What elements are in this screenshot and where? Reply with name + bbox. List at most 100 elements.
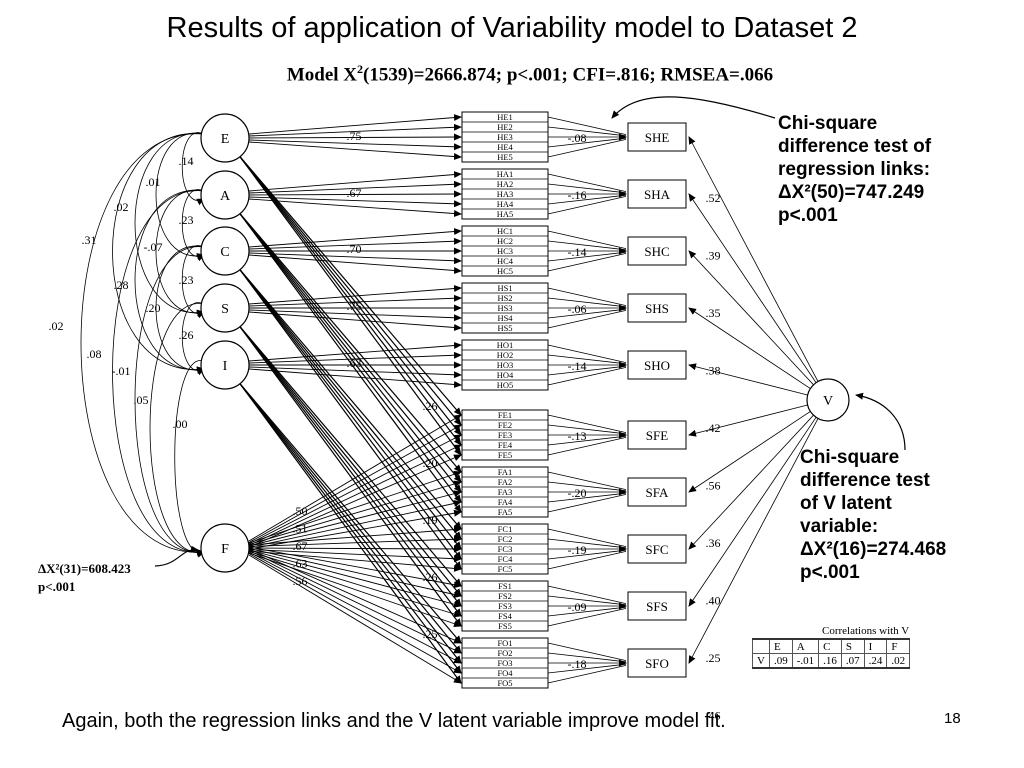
factor-loading-arrow	[248, 196, 462, 208]
cross-loading-label: .19	[423, 513, 438, 527]
item-label: FO1	[497, 638, 512, 648]
annotation-arrow	[154, 545, 199, 567]
sd-arrow	[547, 230, 627, 249]
sd-box	[627, 420, 687, 450]
sd-path-label: -.14	[568, 359, 587, 373]
correlation-label: .01	[146, 175, 161, 189]
sd-box	[627, 648, 687, 678]
sd-arrow	[547, 344, 627, 363]
sd-arrow	[547, 139, 627, 158]
cross-loading-arrow	[238, 155, 462, 446]
sd-arrow	[547, 183, 627, 194]
item-label: HC2	[497, 236, 513, 246]
item-label: FE2	[498, 420, 512, 430]
cross-loading-label: .25	[423, 627, 438, 641]
factor-loading-arrow	[248, 133, 462, 141]
table-cell: F	[886, 638, 911, 654]
sd-arrow	[547, 437, 627, 456]
latent-label: I	[223, 359, 228, 374]
factor-loading-arrow	[248, 198, 462, 217]
f-factor-chi-square-note: ΔX²(31)=608.423 p<.001	[38, 561, 131, 594]
item-label: HA2	[497, 179, 514, 189]
sd-arrow	[547, 116, 627, 135]
cross-loading-arrow	[238, 325, 462, 597]
table-cell	[752, 638, 770, 654]
v-loading-arrow	[688, 307, 811, 389]
cross-loading-arrow	[238, 325, 462, 617]
annotation-arrow	[611, 96, 776, 119]
sd-path-label: -.16	[568, 188, 587, 202]
cross-loading-label: .26	[423, 570, 438, 584]
general-loading-arrow	[248, 509, 462, 550]
cross-loading-arrow	[238, 325, 462, 607]
v-loading-arrow	[688, 250, 814, 386]
item-label: FC1	[498, 524, 513, 534]
general-loading-arrow	[248, 549, 462, 608]
factor-loading-arrow	[248, 190, 462, 198]
sd-arrow	[547, 549, 627, 560]
correlation-arc	[155, 245, 205, 374]
sd-arrow	[547, 173, 627, 192]
table-cell: -.01	[791, 653, 820, 669]
v-loading-label: .38	[706, 364, 721, 378]
correlation-label: .26	[179, 328, 194, 342]
correlation-label: .08	[87, 347, 102, 361]
sd-path-label: -.14	[568, 245, 587, 259]
slide-number: 18	[944, 710, 961, 727]
general-loading-arrow	[248, 434, 462, 545]
general-loading-arrow	[248, 554, 462, 684]
general-loading-label: .56	[293, 574, 308, 588]
item-label: HC1	[497, 226, 513, 236]
sd-arrow	[547, 365, 627, 376]
item-label: HE2	[497, 122, 513, 132]
latent-node	[200, 283, 250, 333]
footer-text: Again, both the regression links and the…	[62, 710, 726, 732]
sd-arrow	[547, 354, 627, 365]
factor-loading-arrow	[248, 237, 462, 250]
factor-loading-label: .75	[347, 299, 362, 313]
table-cell: I	[863, 638, 888, 654]
table-cell: .24	[863, 653, 888, 669]
table-cell: V	[752, 653, 770, 669]
cross-loading-arrow	[238, 382, 462, 654]
latent-label: C	[220, 245, 229, 260]
sd-label: SFO	[645, 656, 669, 671]
item-label: FO3	[497, 658, 512, 668]
item-box	[461, 409, 549, 461]
cross-loading-arrow	[238, 268, 462, 540]
sd-arrow	[547, 310, 627, 329]
sd-arrow	[547, 297, 627, 308]
item-label: FA4	[498, 497, 513, 507]
v-loading-label: .46	[706, 709, 721, 723]
item-box	[461, 339, 549, 391]
sd-box	[627, 534, 687, 564]
v-loading-label: .36	[706, 536, 721, 550]
general-loading-arrow	[248, 548, 462, 644]
general-loading-arrow	[248, 548, 462, 598]
general-loading-arrow	[248, 424, 462, 543]
sd-arrow	[547, 606, 627, 617]
item-box	[461, 523, 549, 575]
table-cell: A	[791, 638, 820, 654]
cross-loading-label: .26	[423, 399, 438, 413]
factor-loading-label: .70	[347, 242, 362, 256]
general-loading-arrow	[248, 546, 462, 589]
correlations-table-title: Correlations with V	[822, 625, 910, 637]
table-cell: E	[768, 638, 793, 654]
sd-arrow	[547, 287, 627, 306]
v-latent-chi-square-note: Chi-square difference test of V latent v…	[800, 447, 947, 583]
correlation-arc	[149, 303, 205, 557]
item-label: HO1	[497, 340, 514, 350]
item-label: HE5	[497, 152, 513, 162]
sd-arrow	[547, 528, 627, 547]
factor-loading-arrow	[248, 114, 462, 135]
table-row: V .09 -.01 .16 .07 .24 .02	[752, 653, 911, 669]
item-label: FE4	[498, 440, 513, 450]
item-label: HS2	[497, 293, 512, 303]
cross-loading-arrow	[238, 155, 462, 456]
table-cell: .07	[840, 653, 865, 669]
latent-node	[806, 378, 850, 422]
sd-arrow	[547, 137, 627, 148]
sd-arrow	[547, 414, 627, 433]
item-label: FS2	[498, 591, 512, 601]
